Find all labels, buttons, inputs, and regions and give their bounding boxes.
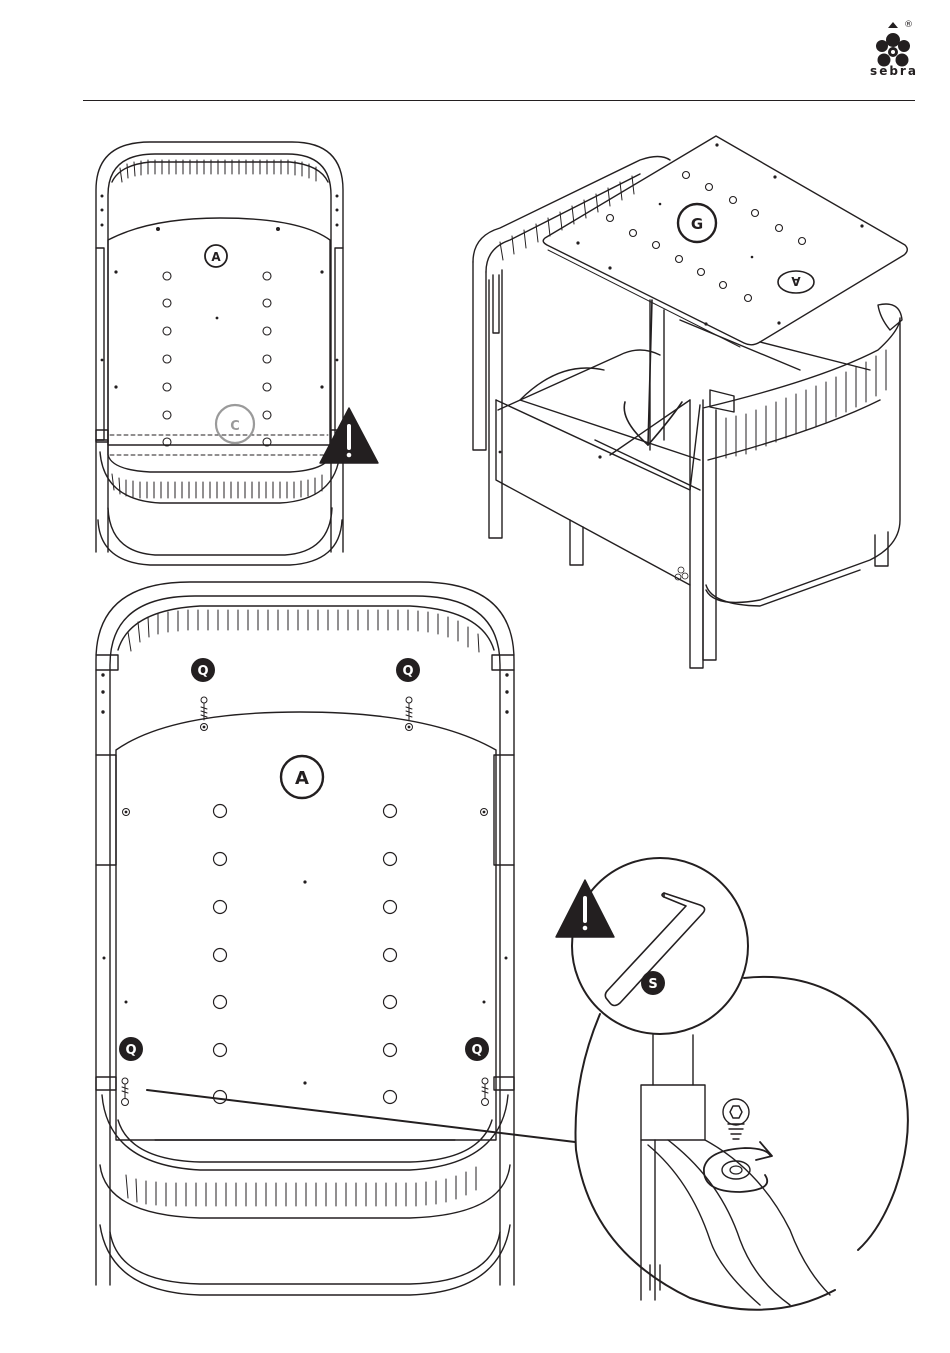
screw-q-label: Q [197,664,208,679]
zoom-detail: S [572,858,908,1310]
screw-q-badge: Q [465,1037,489,1061]
screw-q-label: Q [125,1043,136,1058]
diagram-step-top-view: A C [96,142,343,565]
part-a-label-large: A [295,768,309,789]
part-a-label: A [211,250,221,264]
screw-q-badge: Q [396,658,420,682]
tool-s-label: S [648,977,657,992]
warning-triangle-icon [320,408,378,463]
bottom-spindles [112,474,322,498]
screw-q-label: Q [402,664,413,679]
screw-q-badge: Q [191,658,215,682]
screw-icon [723,1099,749,1139]
part-g-orientation-mark: A [791,274,801,288]
diagram-step-screws: A Q Q Q Q [96,582,575,1295]
screw-q-badge: Q [119,1037,143,1061]
rotate-arrow-icon [704,1142,772,1192]
diagram-step-perspective: G A [473,136,907,668]
part-g-label: G [691,215,703,233]
screw-q-label: Q [471,1043,482,1058]
warning-triangle-icon [556,880,614,937]
top-spindles [120,160,316,182]
part-c-label: C [230,419,240,434]
